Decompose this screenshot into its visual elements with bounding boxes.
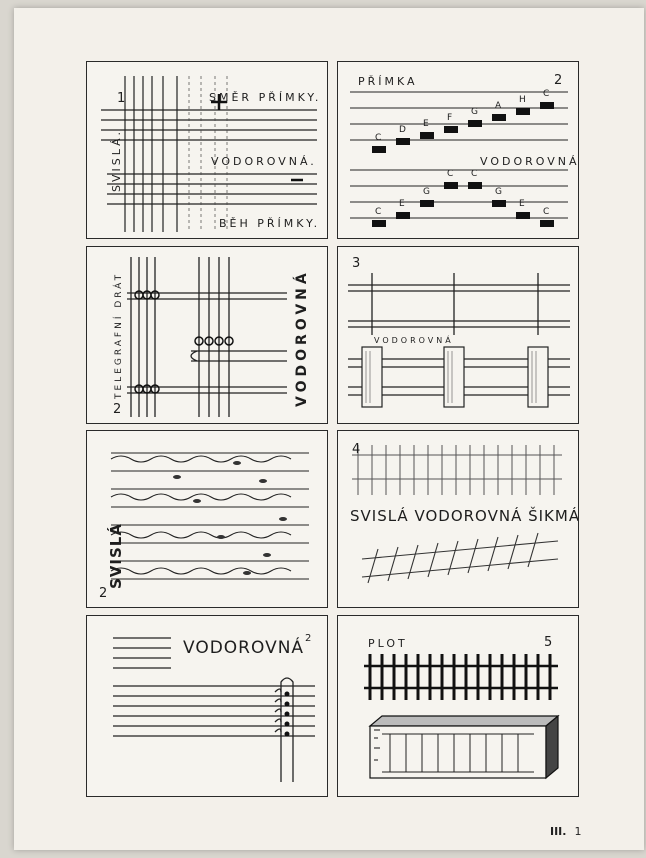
note-bottom-7: E: [519, 200, 525, 209]
telegrafni-drat-label: TELEGRAFNÍ DRÁT: [115, 272, 124, 399]
panel-3-telegraph: 2 TELEGRAFNÍ DRÁT VODOROVNÁ: [86, 246, 328, 424]
panel-4-number: 3: [352, 257, 360, 270]
panel-1-number: 1: [117, 92, 125, 105]
note-top-1: C: [375, 134, 381, 143]
note-bottom-6: G: [495, 188, 502, 197]
note-bottom-1: C: [375, 208, 381, 217]
note-top-6: A: [495, 102, 501, 111]
note-top-7: H: [519, 96, 526, 105]
note-top-8: C: [543, 90, 549, 99]
panel-2-drawing: [338, 62, 578, 238]
vodorovna-label-3: VODOROVNÁ: [374, 337, 454, 345]
note-bottom-2: E: [399, 200, 405, 209]
note-bottom-4: C: [447, 170, 453, 179]
svisla-vodorovna-sikma-caption: SVISLÁ VODOROVNÁ ŠIKMÁ: [350, 509, 579, 524]
vodorovna-label-2: VODOROVNÁ: [480, 156, 579, 167]
panel-6-number: 4: [352, 443, 360, 456]
panel-3-number: 2: [113, 403, 121, 416]
vodorovna-label: VODOROVNÁ.: [211, 156, 317, 167]
panel-1-drawing: [87, 62, 327, 238]
plate-number: III. 1: [550, 825, 581, 838]
panel-1-lines: 1 SMĚR PŘÍMKY. VODOROVNÁ. BĚH PŘÍMKY. SV…: [86, 61, 328, 239]
beh-primky-label: BĚH PŘÍMKY.: [219, 218, 320, 229]
plate-arabic: 1: [574, 825, 581, 838]
panel-2-number: 2: [554, 74, 562, 87]
vodorovna-vertical-label: VODOROVNÁ: [295, 269, 309, 407]
note-top-4: F: [447, 114, 452, 123]
note-bottom-3: G: [423, 188, 430, 197]
panel-5-plants: 2 SVISLÁ: [86, 430, 328, 608]
svisla-label-2: SVISLÁ: [109, 523, 124, 589]
svisla-label: SVISLÁ.: [111, 129, 122, 192]
note-top-3: E: [423, 120, 429, 129]
plate-roman: III.: [550, 825, 566, 838]
panel-7-wires: VODOROVNÁ 2: [86, 615, 328, 797]
panel-2-staff: PŘÍMKA 2 VODOROVNÁ C D E F G A H C C E G…: [337, 61, 579, 239]
vodorovna-large-label: VODOROVNÁ: [183, 640, 304, 657]
panel-4-rails: 3 VODOROVNÁ: [337, 246, 579, 424]
note-bottom-5: C: [471, 170, 477, 179]
panel-8-fence: PLOT 5: [337, 615, 579, 797]
smer-primky-label: SMĚR PŘÍMKY.: [209, 92, 321, 103]
primka-label: PŘÍMKA: [358, 76, 418, 87]
note-top-5: G: [471, 108, 478, 117]
note-bottom-8: C: [543, 208, 549, 217]
plot-label: PLOT: [368, 638, 408, 649]
panel-8-number: 5: [544, 636, 552, 649]
panel-7-number: 2: [305, 634, 311, 644]
page-sheet: 1 SMĚR PŘÍMKY. VODOROVNÁ. BĚH PŘÍMKY. SV…: [14, 8, 644, 850]
panel-6-pickets: 4 SVISLÁ VODOROVNÁ ŠIKMÁ: [337, 430, 579, 608]
panel-4-drawing: [338, 247, 578, 423]
note-top-2: D: [399, 126, 406, 135]
